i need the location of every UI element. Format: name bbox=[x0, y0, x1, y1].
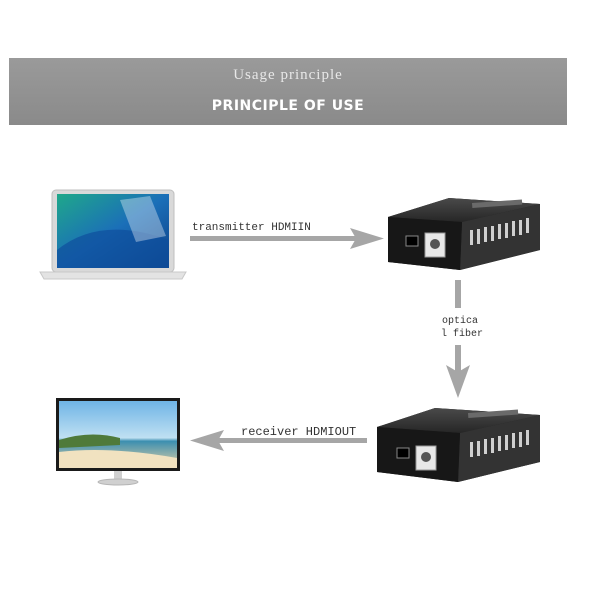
arrow-transmitter bbox=[190, 228, 384, 249]
receiver-label: receiver HDMIOUT bbox=[241, 425, 357, 439]
optical-fiber-label-line1: optica bbox=[442, 316, 479, 327]
fiber-converter-icon bbox=[388, 198, 540, 270]
header-subtitle: Usage principle bbox=[233, 67, 343, 83]
optical-fiber-label-line2: l fiber bbox=[441, 329, 484, 340]
laptop-icon bbox=[39, 189, 187, 280]
arrow-optical-fiber bbox=[446, 280, 470, 398]
arrow-receiver bbox=[190, 430, 367, 451]
fiber-converter-icon bbox=[377, 408, 540, 482]
monitor-icon bbox=[56, 398, 180, 486]
transmitter-label: transmitter HDMIIN bbox=[192, 222, 311, 234]
header-banner: Usage principle PRINCIPLE OF USE bbox=[9, 58, 567, 125]
header-title: PRINCIPLE OF USE bbox=[211, 98, 365, 114]
